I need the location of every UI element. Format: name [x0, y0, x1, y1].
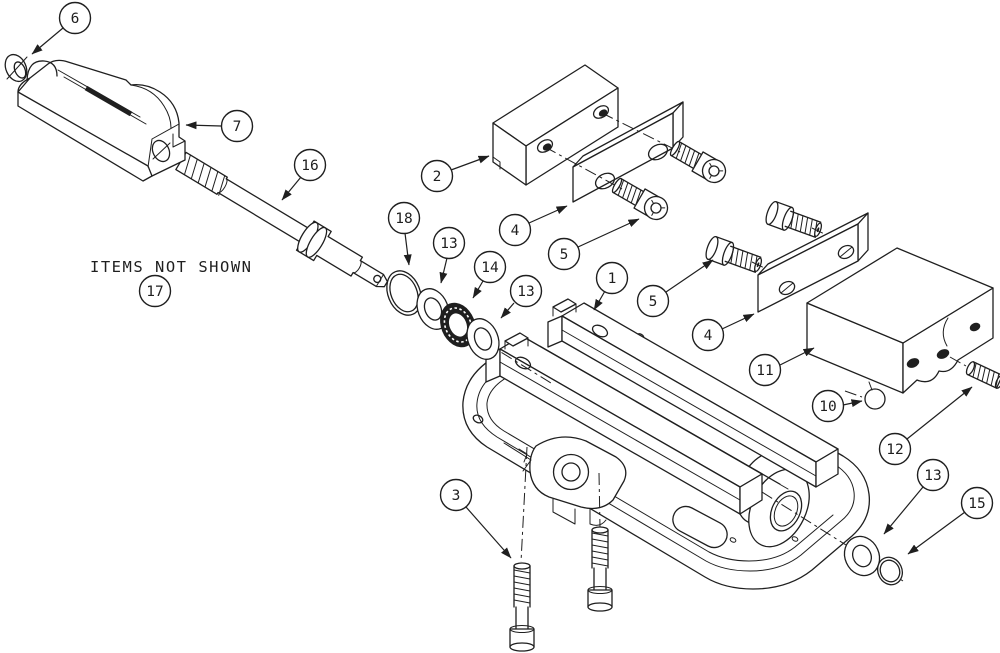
svg-text:13: 13 — [924, 468, 941, 484]
screw3-centerlines — [520, 446, 601, 563]
screw-nut-casting — [503, 436, 627, 526]
part-10-pin — [844, 381, 886, 410]
svg-text:6: 6 — [71, 11, 80, 27]
svg-text:16: 16 — [301, 158, 318, 174]
svg-text:5: 5 — [560, 247, 569, 263]
part-1-vise-body — [462, 296, 871, 590]
guide-rails — [485, 298, 839, 515]
callout-15: 15 — [907, 486, 994, 555]
svg-text:2: 2 — [433, 169, 442, 185]
callout-1: 1 — [593, 261, 629, 311]
svg-text:7: 7 — [233, 119, 242, 135]
svg-text:5: 5 — [649, 294, 658, 310]
callout-13-1: 13 — [432, 226, 466, 284]
part-2-jaw-block — [492, 64, 619, 186]
callout-11: 11 — [748, 347, 815, 387]
part-18-retaining-ring — [386, 270, 422, 316]
part-11-movable-jaw — [806, 247, 994, 394]
part-4-jaw-plate-2 — [757, 212, 869, 313]
svg-text:13: 13 — [440, 236, 457, 252]
part-16-lead-screw — [175, 151, 389, 288]
items-not-shown-note: ITEMS NOT SHOWN — [90, 258, 252, 276]
svg-text:15: 15 — [968, 496, 985, 512]
svg-text:1: 1 — [608, 271, 617, 287]
svg-text:11: 11 — [756, 363, 773, 379]
callout-6: 6 — [31, 1, 92, 55]
svg-text:4: 4 — [704, 328, 713, 344]
part-4-jaw-plate-1 — [572, 101, 684, 203]
callout-5-1: 5 — [547, 218, 640, 271]
part-13-washer-2 — [466, 318, 500, 360]
part-7-sliding-jaw — [17, 59, 186, 182]
callout-4-2: 4 — [691, 313, 755, 352]
callouts: 6 7 16 2 18 13 14 13 — [31, 1, 994, 559]
svg-text:18: 18 — [395, 211, 412, 227]
part-3-cap-screw-1 — [509, 562, 535, 652]
jaw-screw-centerlines — [544, 112, 681, 190]
base-slot — [672, 505, 728, 549]
part-5-screw-4 — [765, 200, 823, 238]
callout-10: 10 — [811, 389, 863, 423]
callout-5-2: 5 — [636, 259, 714, 318]
callout-3: 3 — [439, 478, 512, 559]
svg-text:17: 17 — [146, 284, 163, 300]
part-6-ring — [4, 53, 28, 83]
part-5-screw-3 — [705, 235, 763, 273]
callout-7: 7 — [185, 109, 254, 143]
part-3-cap-screw-2 — [587, 526, 613, 612]
part-5-screw-2 — [669, 140, 727, 184]
svg-text:14: 14 — [481, 260, 499, 276]
svg-text:3: 3 — [452, 488, 461, 504]
callout-4-1: 4 — [498, 205, 568, 247]
callout-18: 18 — [387, 201, 421, 266]
callout-17: 17 — [138, 274, 172, 308]
callout-14: 14 — [472, 250, 507, 299]
svg-text:13: 13 — [517, 284, 534, 300]
part-13-washer-3 — [843, 535, 881, 577]
callout-12: 12 — [878, 386, 973, 466]
svg-text:4: 4 — [511, 223, 520, 239]
callout-13-2: 13 — [500, 274, 543, 319]
callout-2: 2 — [420, 155, 490, 193]
part-12-stud — [949, 356, 1000, 389]
callout-16: 16 — [281, 148, 327, 201]
callout-13-3: 13 — [883, 458, 950, 535]
svg-text:12: 12 — [886, 442, 903, 458]
part-15-retaining-ring — [876, 556, 904, 586]
svg-text:10: 10 — [819, 399, 836, 415]
part-5-screw-1 — [611, 177, 669, 221]
